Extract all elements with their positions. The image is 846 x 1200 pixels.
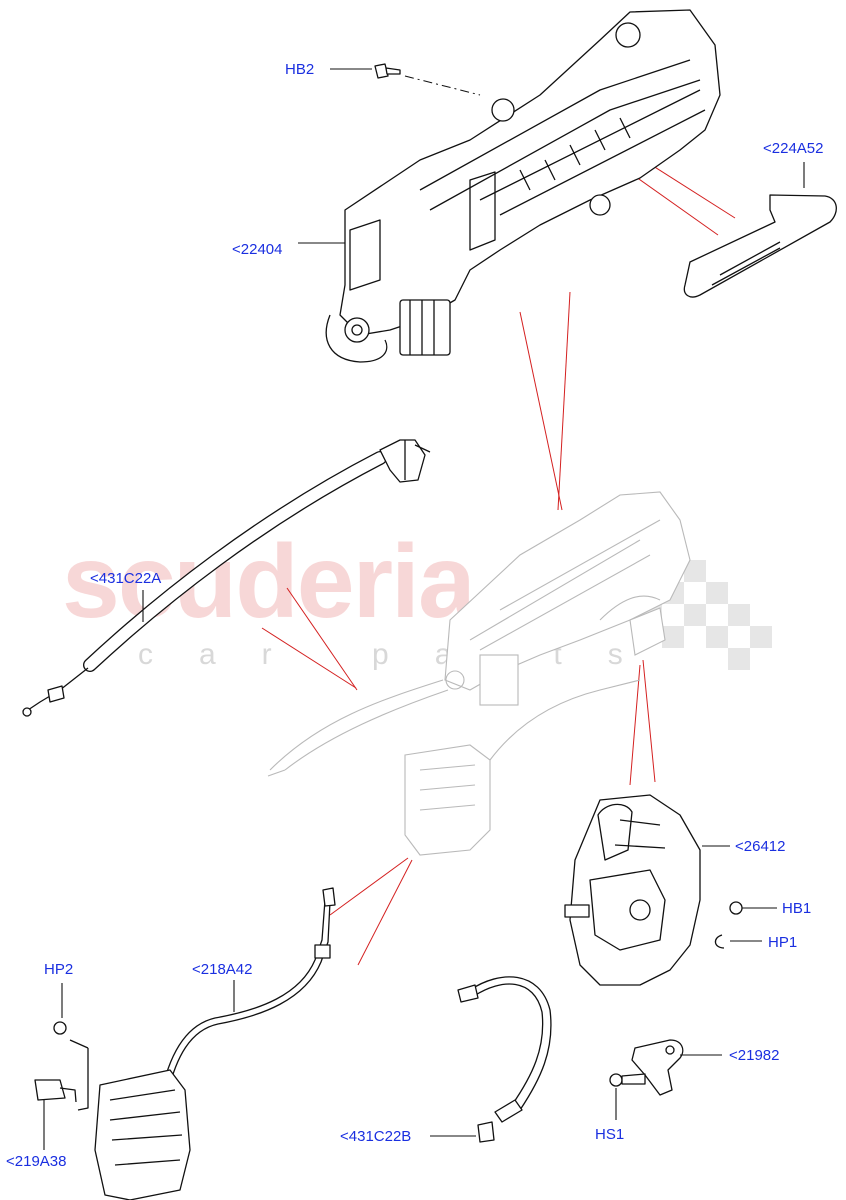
striker-bracket-part — [631, 1039, 684, 1096]
door-handle-assembly-part — [325, 9, 721, 363]
callout-26412[interactable]: <26412 — [735, 838, 786, 855]
screw-hs1-part — [609, 1073, 646, 1087]
handle-seal-part — [683, 194, 837, 298]
clip-hp1-part — [714, 934, 725, 949]
callout-hp1[interactable]: HP1 — [768, 934, 798, 951]
callout-218a42[interactable]: <218A42 — [192, 961, 253, 978]
callout-hs1[interactable]: HS1 — [595, 1126, 625, 1143]
release-cable-218a42-part — [161, 887, 336, 1093]
bolt-hb1-part — [729, 901, 743, 915]
release-cable-lower-part — [457, 976, 552, 1143]
callout-hb2[interactable]: HB2 — [285, 61, 315, 78]
door-latch-part — [564, 794, 701, 986]
ghost-assembly-reference — [267, 491, 691, 856]
callout-431c22a[interactable]: <431C22A — [90, 570, 162, 587]
callout-21982[interactable]: <21982 — [729, 1047, 780, 1064]
callout-431c22b[interactable]: <431C22B — [340, 1128, 412, 1145]
watermark-logo: scuderia — [62, 524, 476, 640]
release-cable-outer-part — [22, 439, 431, 717]
callout-leader-lines — [43, 68, 805, 1150]
callout-hp2[interactable]: HP2 — [44, 961, 74, 978]
callout-hb1[interactable]: HB1 — [782, 900, 812, 917]
callout-22404[interactable]: <22404 — [232, 241, 283, 258]
callout-224a52[interactable]: <224A52 — [763, 140, 824, 157]
explode-lines — [261, 144, 736, 966]
bolt-hb2-part — [374, 63, 481, 96]
callout-219a38[interactable]: <219A38 — [6, 1153, 67, 1170]
lock-actuator-part — [34, 1021, 191, 1200]
